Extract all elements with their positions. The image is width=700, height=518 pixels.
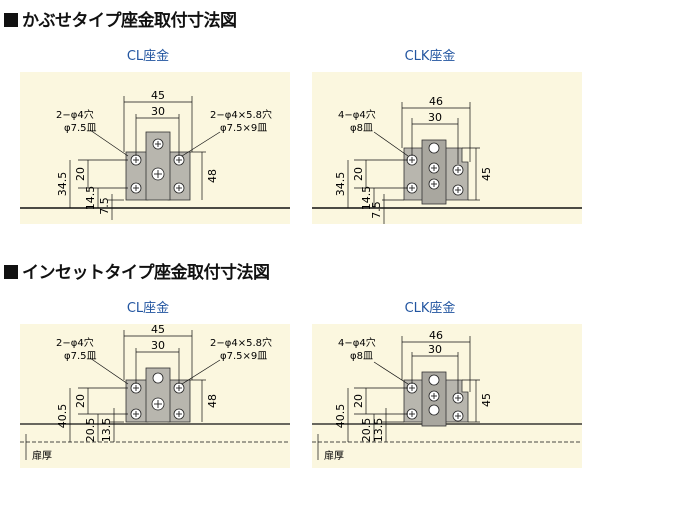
dim-v4: 13.5 (100, 418, 113, 443)
dimension-lines (25, 330, 221, 460)
dim-height: 45 (480, 393, 493, 407)
heading-text: かぶせタイプ座金取付寸法図 (22, 11, 237, 31)
note-left-1: 4−φ4穴 (338, 108, 376, 121)
note-left-1: 4−φ4穴 (338, 336, 376, 349)
dim-hole-pitch: 30 (151, 105, 165, 118)
panel-label: CLK座金 (405, 300, 456, 316)
note-right-1: 2−φ4×5.8穴 (210, 108, 272, 121)
door-thickness-label: 扉厚 (32, 449, 52, 462)
dim-v1: 34.5 (56, 172, 69, 197)
note-right-1: 2−φ4×5.8穴 (210, 336, 272, 349)
dim-overall-width: 45 (151, 323, 165, 336)
dim-v3: 20.5 (360, 418, 373, 443)
dim-height: 45 (480, 167, 493, 181)
note-left-2: φ7.5皿 (64, 123, 97, 134)
dimension-lines (69, 96, 221, 220)
note-left-1: 2−φ4穴 (56, 336, 94, 349)
dim-v4: 13.5 (372, 418, 385, 443)
screw-cross-marks (133, 385, 182, 417)
heading-square-icon (4, 265, 18, 279)
dim-overall-width: 45 (151, 89, 165, 102)
panel-label: CL座金 (127, 300, 169, 316)
dim-hole-pitch: 30 (428, 343, 442, 356)
dim-v3: 14.5 (360, 186, 373, 211)
dimension-lines (347, 102, 480, 224)
dim-v1: 40.5 (56, 404, 69, 429)
dim-height: 48 (206, 169, 219, 183)
note-right-2: φ7.5×9皿 (220, 123, 267, 134)
panel-label: CLK座金 (405, 48, 456, 64)
dim-hole-pitch: 30 (151, 339, 165, 352)
screw-cross-marks (133, 141, 182, 191)
dim-v1: 34.5 (334, 172, 347, 197)
dim-v3: 14.5 (84, 186, 97, 211)
dim-v4: 7.5 (98, 197, 111, 215)
screw-cross-marks (409, 385, 461, 419)
heading-text: インセットタイプ座金取付寸法図 (22, 263, 270, 283)
note-left-2: φ8皿 (350, 351, 373, 362)
dim-v2: 20 (74, 394, 87, 408)
dim-v2: 20 (352, 394, 365, 408)
dim-hole-pitch: 30 (428, 111, 442, 124)
panel-overlay-cl: CL座金 45 30 2−φ4穴 φ7.5皿 2−φ4×5.8穴 (20, 48, 290, 224)
section-heading-inset: インセットタイプ座金取付寸法図 (4, 258, 270, 283)
dim-v2: 20 (352, 167, 365, 181)
dim-overall-width: 46 (429, 329, 443, 342)
dimension-lines (317, 336, 480, 460)
screw-cross-marks (409, 157, 461, 193)
dim-v1: 40.5 (334, 404, 347, 429)
panel-inset-cl: CL座金 45 30 2−φ4穴 φ7.5皿 2−φ4×5.8穴 φ7.5× (20, 300, 290, 468)
section-heading-overlay: かぶせタイプ座金取付寸法図 (4, 6, 237, 31)
note-left-1: 2−φ4穴 (56, 108, 94, 121)
heading-square-icon (4, 13, 18, 27)
dim-v4: 7.5 (370, 201, 383, 219)
door-thickness-label: 扉厚 (324, 449, 344, 462)
note-right-2: φ7.5×9皿 (220, 351, 267, 362)
panel-inset-clk: CLK座金 46 30 4−φ4穴 φ8皿 45 40.5 20 20.5 (312, 300, 582, 468)
dim-v3: 20.5 (84, 418, 97, 443)
dim-v2: 20 (74, 167, 87, 181)
dim-overall-width: 46 (429, 95, 443, 108)
panel-label: CL座金 (127, 48, 169, 64)
note-left-2: φ7.5皿 (64, 351, 97, 362)
dim-height: 48 (206, 394, 219, 408)
panel-overlay-clk: CLK座金 46 30 4−φ4穴 φ8皿 45 34.5 20 14.5 7. (312, 48, 582, 224)
note-left-2: φ8皿 (350, 123, 373, 134)
